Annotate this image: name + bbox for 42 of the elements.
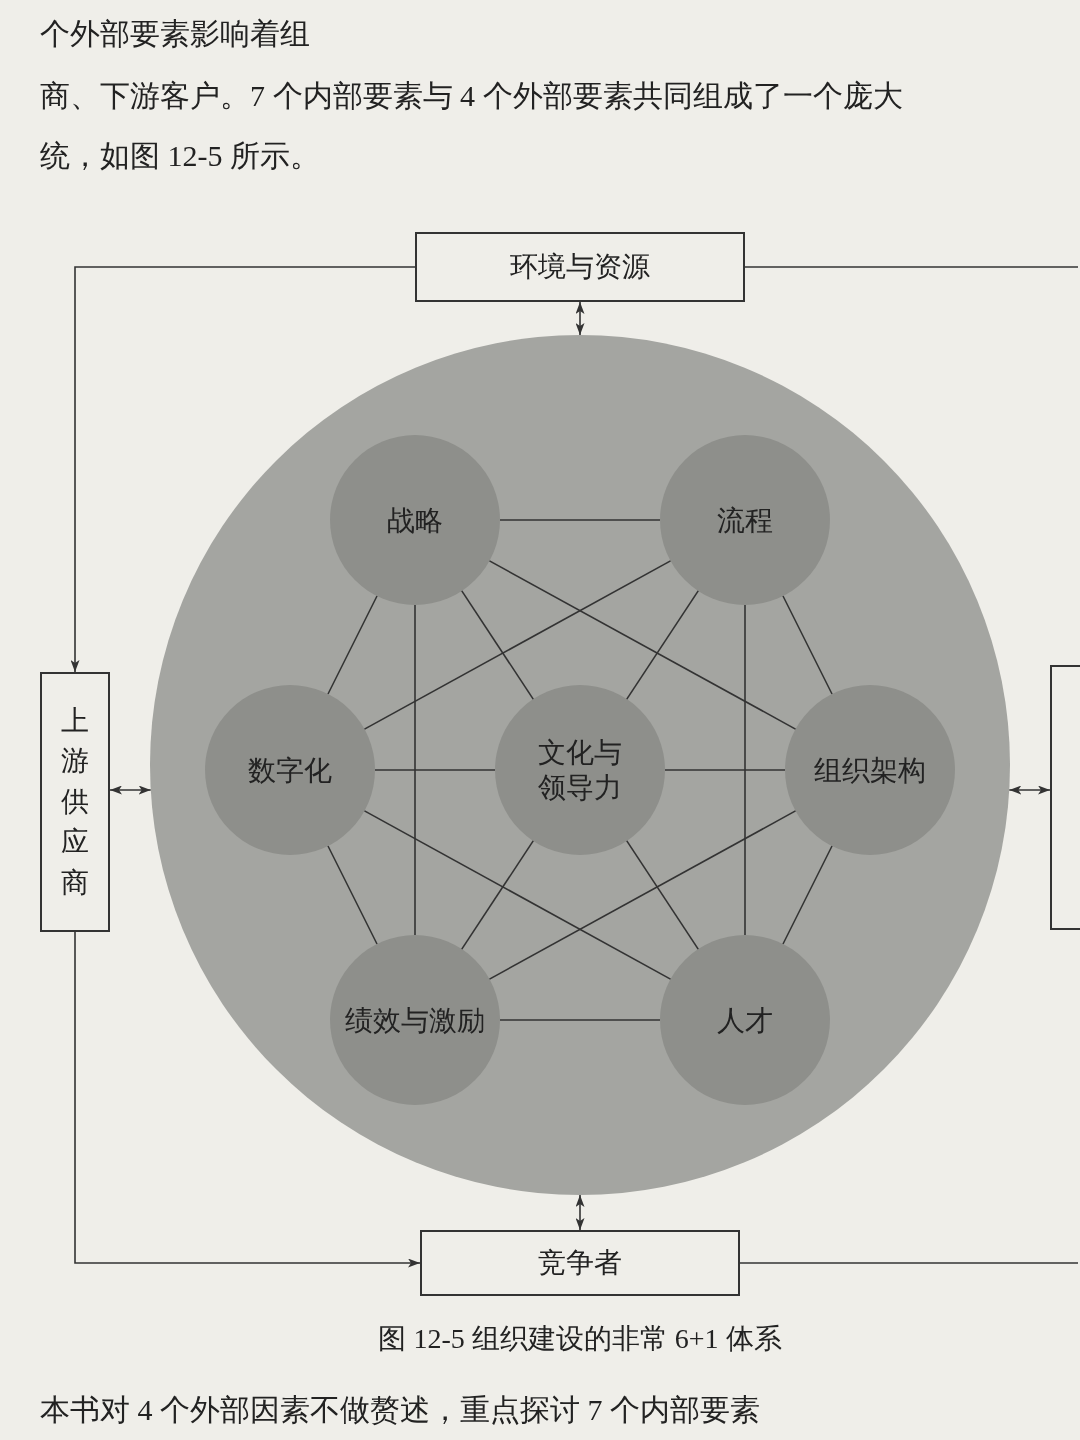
double-arrow — [1008, 785, 1051, 795]
body-text: 商、下游客户。7 个内部要素与 4 个外部要素共同组成了一个庞大 — [40, 78, 903, 114]
outer-box: 环境与资源 — [415, 232, 745, 302]
factor-circle: 绩效与激励 — [330, 935, 500, 1105]
body-text: 统，如图 12-5 所示。 — [40, 138, 320, 174]
connector-line — [782, 845, 833, 945]
connector-line — [744, 604, 746, 936]
connector-line — [363, 810, 672, 980]
figure-caption: 图 12-5 组织建设的非常 6+1 体系 — [378, 1322, 782, 1356]
connector-line — [626, 590, 699, 700]
connector-line — [327, 845, 378, 945]
double-arrow — [575, 1194, 585, 1231]
outer-box — [1050, 665, 1080, 930]
connector-line — [499, 519, 661, 521]
connector-line — [664, 769, 786, 771]
connector-line — [499, 1019, 661, 1021]
connector-line — [488, 810, 797, 980]
arrow — [74, 931, 421, 1268]
outer-box: 上游供应商 — [40, 672, 110, 932]
double-arrow — [575, 301, 585, 336]
connector-line — [461, 590, 534, 700]
connector-line — [414, 604, 416, 936]
arrow — [70, 266, 416, 673]
connector-line — [488, 560, 797, 730]
factor-circle: 人才 — [660, 935, 830, 1105]
factor-circle: 战略 — [330, 435, 500, 605]
connector-line — [461, 840, 534, 950]
connector-line — [626, 840, 699, 950]
connector-line — [744, 266, 1079, 268]
body-text: 本书对 4 个外部因素不做赘述，重点探讨 7 个内部要素 — [40, 1392, 760, 1428]
connector-line — [327, 595, 378, 695]
connector-line — [374, 769, 496, 771]
connector-line — [782, 595, 833, 695]
connector-line — [739, 1262, 1079, 1264]
body-text: 个外部要素影响着组 — [40, 16, 310, 52]
factor-circle: 流程 — [660, 435, 830, 605]
factor-circle: 文化与领导力 — [495, 685, 665, 855]
connector-line — [363, 560, 672, 730]
outer-box: 竞争者 — [420, 1230, 740, 1296]
factor-circle: 组织架构 — [785, 685, 955, 855]
double-arrow — [109, 785, 152, 795]
factor-circle: 数字化 — [205, 685, 375, 855]
